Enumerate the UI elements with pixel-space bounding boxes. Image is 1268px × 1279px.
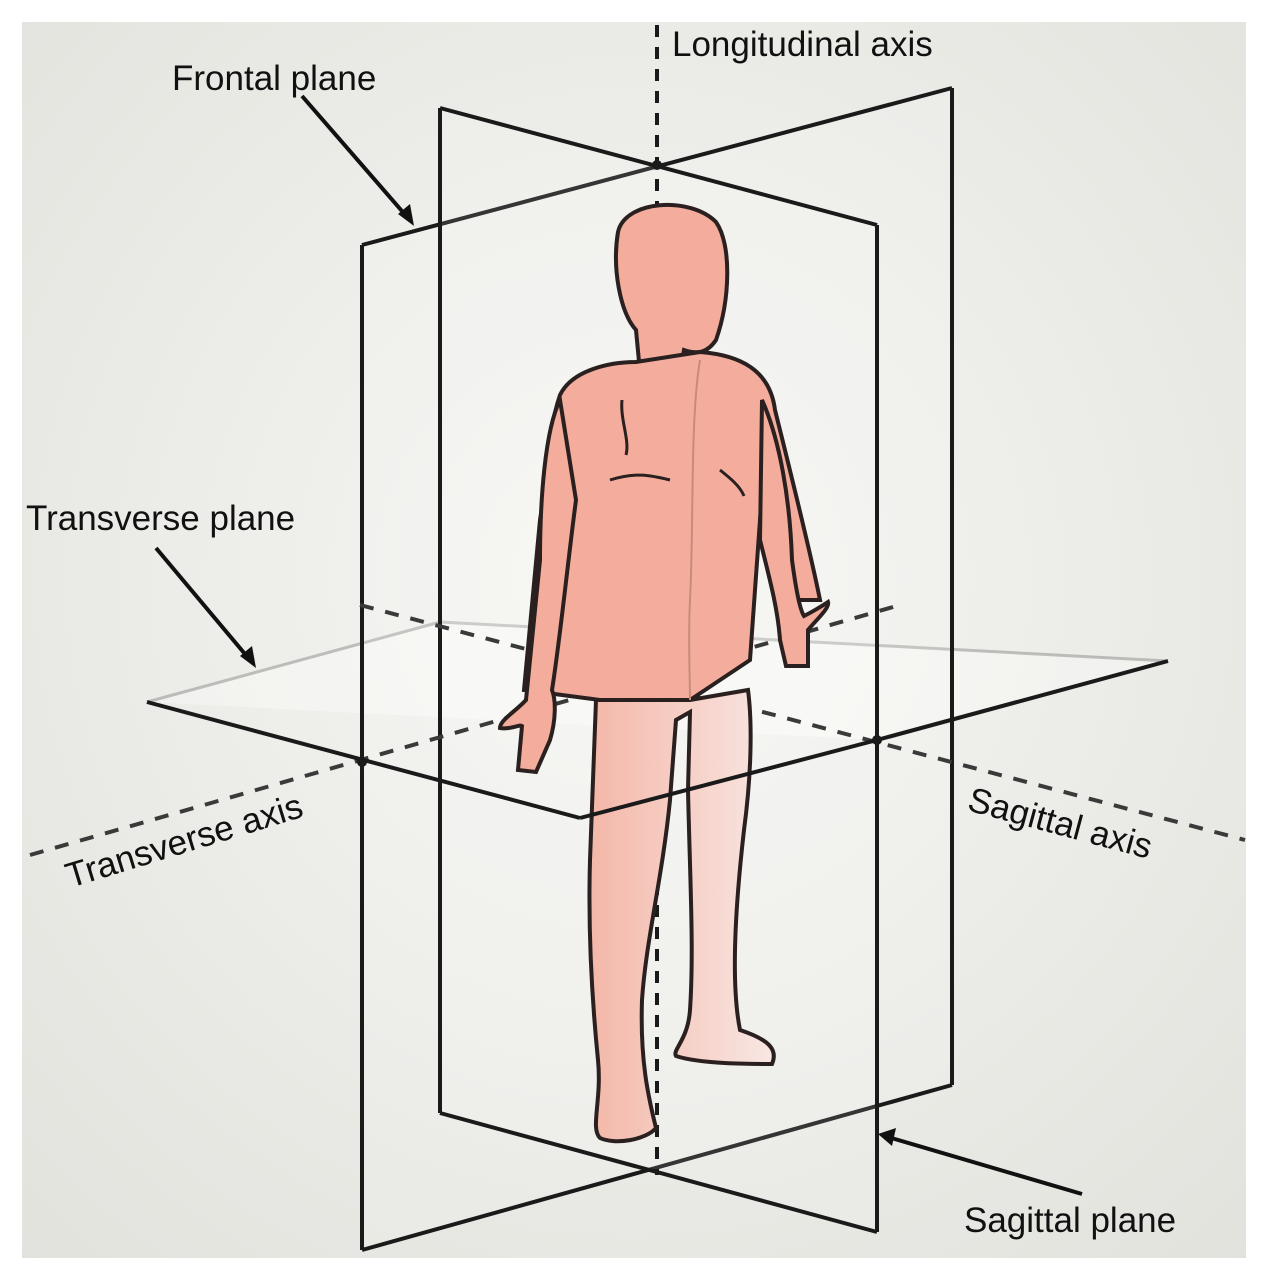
sagittal-plane-label: Sagittal plane bbox=[964, 1201, 1176, 1240]
frontal-plane-arrow bbox=[300, 94, 414, 226]
head bbox=[614, 202, 730, 374]
left-arm bbox=[497, 393, 579, 775]
transverse-plane-label: Transverse plane bbox=[26, 499, 295, 538]
transverse-plane-arrow bbox=[154, 546, 256, 668]
sagittal-axis-line bbox=[359, 603, 1246, 842]
junction-right bbox=[872, 735, 882, 745]
frontal-plane-label: Frontal plane bbox=[172, 59, 376, 98]
junction-top bbox=[652, 160, 662, 170]
transverse-axis-line bbox=[29, 603, 901, 857]
sagittal-plane-arrow bbox=[878, 1128, 1083, 1196]
junction-left bbox=[357, 757, 367, 767]
longitudinal-axis-label: Longitudinal axis bbox=[672, 25, 933, 64]
right-arm bbox=[757, 399, 831, 668]
